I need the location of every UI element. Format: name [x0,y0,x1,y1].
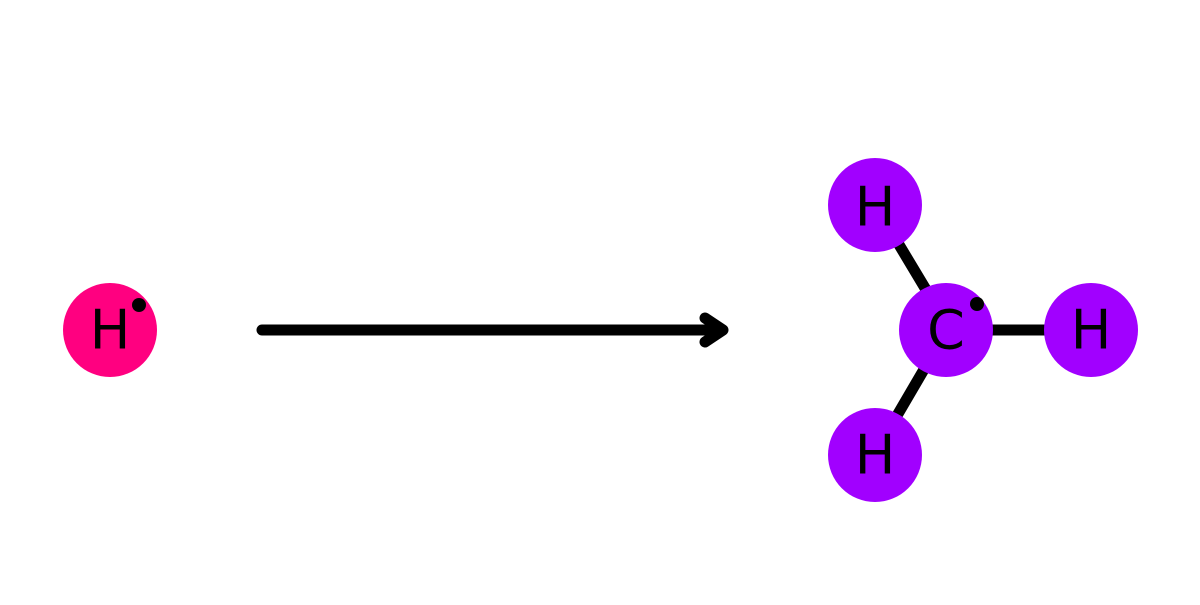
product-h-label-bottom: H [855,424,896,487]
product-methyl-radical: H C H H [828,158,1138,502]
reactant-h-label: H [90,299,131,362]
product-h-atom-bottom [828,408,922,502]
product-h-label-right: H [1071,299,1112,362]
product-c-label: C [927,299,965,362]
product-h-atom-right [1044,283,1138,377]
bond-c-h-bottom [889,360,932,425]
product-radical-electron-dot [970,297,984,311]
product-h-atom-top [828,158,922,252]
product-c-atom [899,283,993,377]
reactant-hydrogen-radical: H [63,283,157,377]
reaction-arrow [256,312,729,348]
reaction-arrow-head [699,312,729,348]
reactant-radical-electron-dot [132,298,146,312]
bond-c-h-top [889,232,934,299]
product-h-label-top: H [855,176,896,239]
